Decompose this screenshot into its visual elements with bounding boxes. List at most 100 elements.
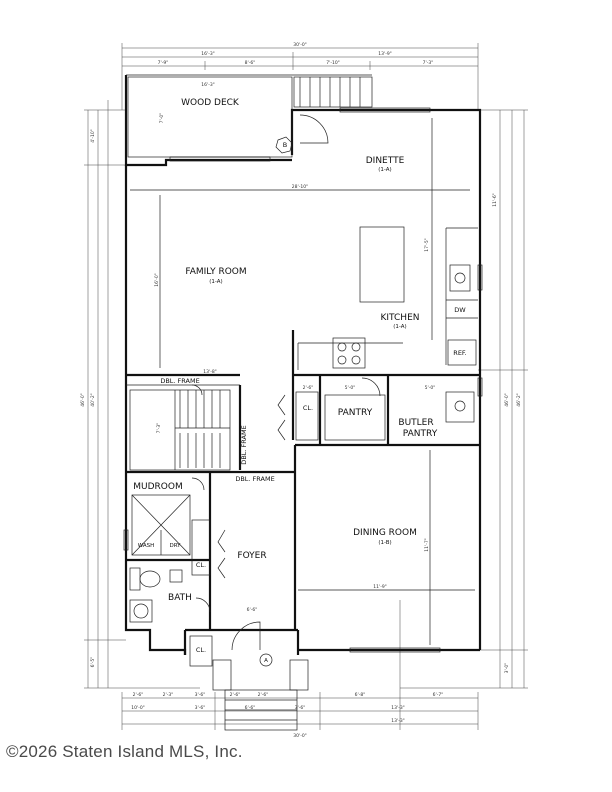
burner-icon bbox=[351, 342, 361, 352]
dim-bottom-4: 2'-6" bbox=[230, 692, 241, 698]
kitchen-counters bbox=[297, 227, 478, 370]
dim-bottom-8: 13'-3" bbox=[391, 705, 405, 711]
dim-stair-depth: 7'-3" bbox=[156, 423, 162, 434]
marker-a-shape bbox=[259, 653, 273, 667]
label-wash: WASH bbox=[138, 543, 155, 549]
dim-pantry: 5'-0" bbox=[345, 385, 356, 391]
room-butler-pantry: PANTRY bbox=[403, 429, 438, 439]
foyer-closet-door bbox=[217, 529, 226, 579]
dim-bottom-10: 10'-0" bbox=[131, 705, 145, 711]
dim-left-3: 40'-2" bbox=[90, 393, 96, 407]
dim-bottom-7: 6'-7" bbox=[433, 692, 444, 698]
burner-icon bbox=[351, 355, 361, 365]
marker-b-shape bbox=[275, 136, 293, 154]
dim-dining-width: 11'-9" bbox=[373, 584, 387, 590]
dim-bottom-12: 6'-6" bbox=[245, 705, 256, 711]
label-cl-pantry: CL. bbox=[303, 404, 313, 412]
dim-butler: 5'-0" bbox=[425, 385, 436, 391]
room-family-room-sub: (1-A) bbox=[209, 279, 222, 285]
dim-bottom-6: 6'-8" bbox=[355, 692, 366, 698]
dim-right-1: 11'-6" bbox=[492, 193, 498, 207]
main-stairs bbox=[129, 384, 231, 471]
room-butler: BUTLER bbox=[398, 418, 433, 428]
dim-deck-depth: 7'-0" bbox=[159, 113, 165, 124]
dim-bottom-5: 2'-6" bbox=[258, 692, 269, 698]
dim-top-left: 16'-3" bbox=[201, 51, 215, 57]
dim-top-seg-2: 8'-6" bbox=[245, 60, 256, 66]
burner-icon bbox=[337, 355, 347, 365]
dim-bottom-3: 3'-6" bbox=[195, 692, 206, 698]
bottom-dimension-lines bbox=[121, 600, 479, 730]
dim-bottom-total: 30'-0" bbox=[293, 733, 307, 739]
interior-walls bbox=[126, 330, 480, 655]
dim-family-width: 28'-10" bbox=[292, 184, 308, 190]
room-dining-room: DINING ROOM bbox=[353, 528, 417, 538]
dim-bottom-13: 3'-6" bbox=[295, 705, 306, 711]
dim-right-3: 46'-2" bbox=[516, 393, 522, 407]
label-dbl-frame-3: DBL. FRAME bbox=[235, 475, 274, 483]
dim-bottom-11: 3'-6" bbox=[195, 705, 206, 711]
top-dimension-lines bbox=[121, 43, 479, 110]
closet-entry bbox=[189, 635, 213, 667]
refrigerator bbox=[447, 339, 477, 366]
deck-stairs bbox=[293, 76, 373, 108]
dim-deck-width: 16'-3" bbox=[201, 82, 215, 88]
sink-bowl-icon bbox=[454, 400, 466, 412]
label-dry: DRY bbox=[169, 543, 181, 549]
front-steps bbox=[212, 659, 309, 731]
butler-sink bbox=[445, 391, 475, 423]
room-foyer: FOYER bbox=[237, 551, 266, 561]
dim-top-right: 13'-9" bbox=[378, 51, 392, 57]
dim-right-2: 46'-0" bbox=[504, 393, 510, 407]
kitchen-island bbox=[359, 226, 405, 303]
windows bbox=[123, 107, 483, 653]
label-cl-entry: CL. bbox=[196, 646, 206, 654]
dim-left-4: 6'-5" bbox=[90, 657, 96, 668]
room-family-room: FAMILY ROOM bbox=[185, 267, 246, 277]
copyright-text: ©2026 Staten Island MLS, Inc. bbox=[6, 742, 243, 761]
room-dinette: DINETTE bbox=[366, 156, 405, 166]
left-dimension-lines bbox=[84, 100, 200, 689]
closet-pantry bbox=[295, 391, 319, 441]
label-dbl-frame-2: DBL. FRAME bbox=[240, 425, 248, 464]
dim-bottom-1: 2'-6" bbox=[133, 692, 144, 698]
dim-left-2: 46'-0" bbox=[80, 393, 86, 407]
kitchen-sink bbox=[449, 264, 471, 292]
room-wood-deck: WOOD DECK bbox=[181, 98, 240, 108]
room-dinette-sub: (1-A) bbox=[378, 167, 391, 173]
pantry-shelf bbox=[324, 394, 386, 441]
closet-foyer bbox=[191, 519, 211, 576]
pantry-door-swing bbox=[361, 377, 381, 397]
dim-foyer-width: 6'-6" bbox=[247, 607, 258, 613]
right-dimension-lines bbox=[400, 109, 528, 689]
room-kitchen-sub: (1-A) bbox=[393, 324, 406, 330]
label-dw: DW bbox=[454, 306, 466, 314]
closet-door bbox=[277, 394, 286, 441]
dim-cl-1: 2'-6" bbox=[303, 385, 314, 391]
dim-dining-depth: 11'-7" bbox=[424, 538, 430, 552]
dim-bottom-2: 2'-3" bbox=[163, 692, 174, 698]
label-dbl-frame-1: DBL. FRAME bbox=[160, 377, 199, 385]
cooktop bbox=[332, 337, 366, 369]
dim-top-total: 30'-0" bbox=[293, 42, 307, 48]
dim-left-1: 4'-10" bbox=[90, 129, 96, 143]
sink-bowl-icon bbox=[454, 272, 466, 284]
room-kitchen: KITCHEN bbox=[381, 313, 420, 323]
room-mudroom: MUDROOM bbox=[133, 482, 182, 492]
dim-top-seg-4: 7'-3" bbox=[423, 60, 434, 66]
exterior-walls bbox=[124, 74, 482, 655]
room-bath: BATH bbox=[168, 593, 192, 603]
dim-top-seg-3: 7'-10" bbox=[326, 60, 340, 66]
wood-deck bbox=[127, 76, 329, 158]
marker-b: B bbox=[283, 141, 287, 149]
room-dining-room-sub: (1-B) bbox=[378, 540, 391, 546]
label-cl-foyer: CL. bbox=[196, 561, 206, 569]
label-ref: REF. bbox=[453, 349, 466, 357]
dim-kitchen-depth: 17'-5" bbox=[424, 238, 430, 252]
marker-a: A bbox=[264, 658, 268, 664]
bath-fixtures bbox=[129, 567, 211, 623]
burner-icon bbox=[337, 342, 347, 352]
dim-family-depth: 16'-0" bbox=[154, 273, 160, 287]
room-pantry: PANTRY bbox=[338, 408, 373, 418]
